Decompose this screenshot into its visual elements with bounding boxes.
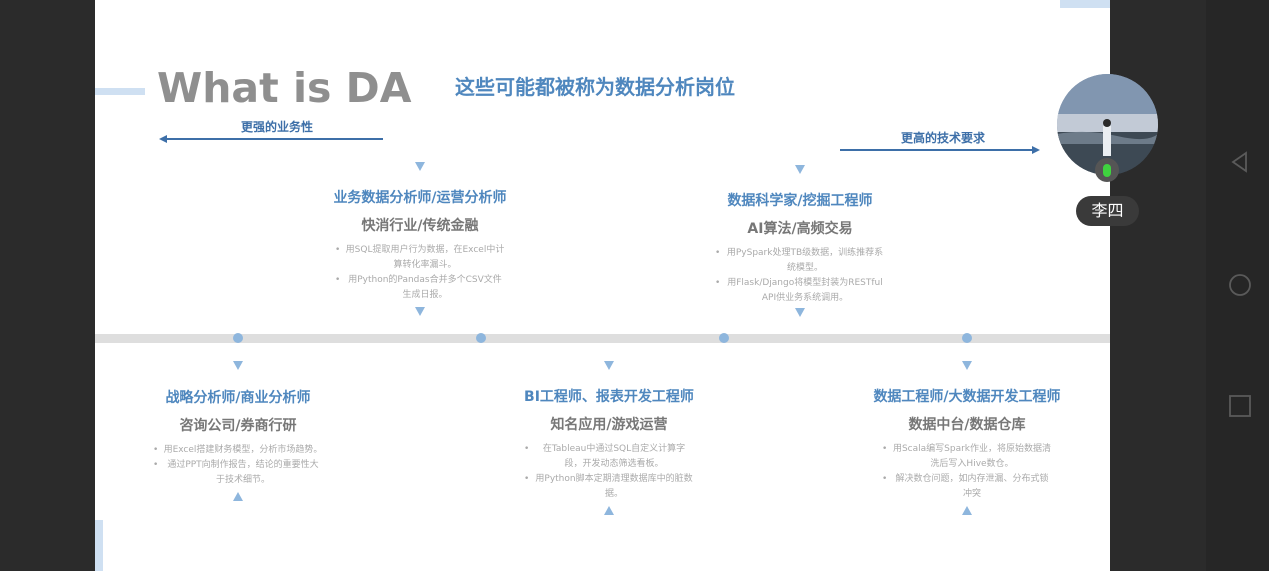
timeline-bar xyxy=(95,333,1110,343)
role-title: 业务数据分析师/运营分析师 xyxy=(333,190,507,206)
role-card-strategy-analyst: 战略分析师/商业分析师 咨询公司/券商行研 用Excel搭建财务模型，分析市场趋… xyxy=(118,361,358,501)
triangle-down-icon xyxy=(962,361,972,370)
triangle-down-icon xyxy=(795,165,805,174)
role-bullets: 用PySpark处理TB级数据，训练推荐系统模型。 用Flask/Django将… xyxy=(715,246,885,306)
role-card-data-engineer: 数据工程师/大数据开发工程师 数据中台/数据仓库 用Scala编写Spark作业… xyxy=(847,361,1087,515)
role-title: BI工程师、报表开发工程师 xyxy=(524,389,694,405)
decor-bar-left xyxy=(95,88,145,95)
role-title: 数据工程师/大数据开发工程师 xyxy=(873,389,1061,405)
role-bullets: 用Scala编写Spark作业，将原始数据清洗后写入Hive数仓。 解决数仓问题… xyxy=(882,442,1052,502)
slide-title: What is DA xyxy=(157,64,412,112)
triangle-down-icon xyxy=(795,308,805,317)
home-circle-icon[interactable] xyxy=(1228,273,1252,297)
bullet-item: 用Python脚本定期清理数据库中的脏数据。 xyxy=(524,472,694,502)
role-bullets: 用SQL提取用户行为数据，在Excel中计算转化率漏斗。 用Python的Pan… xyxy=(335,243,505,303)
bullet-item: 用SQL提取用户行为数据，在Excel中计算转化率漏斗。 xyxy=(335,243,505,273)
back-triangle-icon[interactable] xyxy=(1228,150,1252,174)
timeline-dot xyxy=(719,333,729,343)
triangle-down-icon xyxy=(604,361,614,370)
business-arrow-label: 更强的业务性 xyxy=(241,120,314,134)
bullet-item: 用Python的Pandas合并多个CSV文件生成日报。 xyxy=(335,273,505,303)
decor-bar-bottom xyxy=(95,520,103,571)
role-card-bi-engineer: BI工程师、报表开发工程师 知名应用/游戏运营 在Tableau中通过SQL自定… xyxy=(489,361,729,515)
triangle-down-icon xyxy=(233,361,243,370)
triangle-up-icon xyxy=(604,506,614,515)
bullet-item: 用PySpark处理TB级数据，训练推荐系统模型。 xyxy=(715,246,885,276)
presentation-slide: What is DA 这些可能都被称为数据分析岗位 更强的业务性 更高的技术要求… xyxy=(95,0,1110,571)
triangle-down-icon xyxy=(415,162,425,171)
role-bullets: 在Tableau中通过SQL自定义计算字段，开发动态筛选看板。 用Python脚… xyxy=(524,442,694,502)
bullet-item: 在Tableau中通过SQL自定义计算字段，开发动态筛选看板。 xyxy=(524,442,694,472)
business-arrow-line xyxy=(165,138,383,140)
triangle-down-icon xyxy=(415,307,425,316)
triangle-up-icon xyxy=(962,506,972,515)
decor-bar-top xyxy=(1060,0,1110,8)
timeline-dot xyxy=(962,333,972,343)
bullet-item: 通过PPT向制作报告，结论的重要性大于技术细节。 xyxy=(153,458,323,488)
role-industry: AI算法/高频交易 xyxy=(747,221,853,237)
bullet-item: 用Flask/Django将模型封装为RESTful API供业务系统调用。 xyxy=(715,276,885,306)
role-card-business-analyst: 业务数据分析师/运营分析师 快消行业/传统金融 用SQL提取用户行为数据，在Ex… xyxy=(300,162,540,316)
role-industry: 咨询公司/券商行研 xyxy=(179,418,297,434)
role-industry: 数据中台/数据仓库 xyxy=(908,417,1026,433)
arrow-left-icon xyxy=(159,135,167,143)
recents-square-icon[interactable] xyxy=(1228,394,1252,418)
timeline-dot xyxy=(233,333,243,343)
role-title: 战略分析师/商业分析师 xyxy=(165,390,311,406)
role-card-data-scientist: 数据科学家/挖掘工程师 AI算法/高频交易 用PySpark处理TB级数据，训练… xyxy=(680,165,920,317)
participant-name: 李四 xyxy=(1076,196,1139,226)
role-title: 数据科学家/挖掘工程师 xyxy=(727,193,873,209)
system-nav-bar xyxy=(1206,0,1269,571)
bullet-item: 用Scala编写Spark作业，将原始数据清洗后写入Hive数仓。 xyxy=(882,442,1052,472)
role-bullets: 用Excel搭建财务模型，分析市场趋势。 通过PPT向制作报告，结论的重要性大于… xyxy=(153,443,323,488)
tech-arrow-line xyxy=(840,149,1032,151)
slide-subtitle: 这些可能都被称为数据分析岗位 xyxy=(455,75,735,99)
tech-arrow-label: 更高的技术要求 xyxy=(901,131,986,145)
triangle-up-icon xyxy=(233,492,243,501)
role-industry: 知名应用/游戏运营 xyxy=(550,417,668,433)
bullet-item: 解决数仓问题，如内存泄漏、分布式锁冲突 xyxy=(882,472,1052,502)
bullet-item: 用Excel搭建财务模型，分析市场趋势。 xyxy=(153,443,323,458)
arrow-right-icon xyxy=(1032,146,1040,154)
role-industry: 快消行业/传统金融 xyxy=(361,218,479,234)
timeline-dot xyxy=(476,333,486,343)
microphone-active-icon[interactable] xyxy=(1095,158,1119,182)
